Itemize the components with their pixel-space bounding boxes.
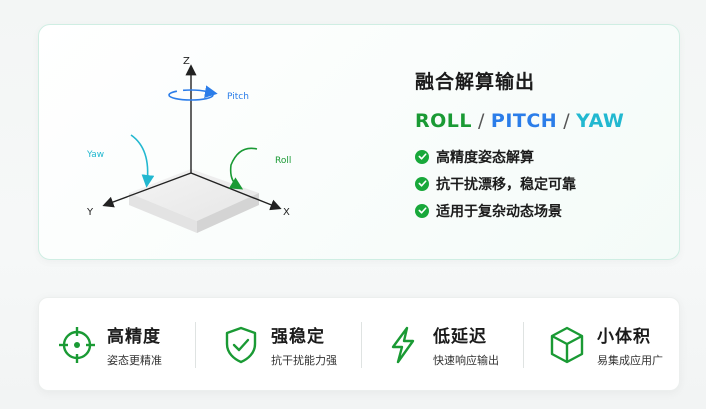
roll-label: Roll [275, 156, 291, 166]
axes-diagram-svg: Z Y X Pitch Yaw Roll [86, 56, 291, 233]
yaw-text: YAW [576, 110, 625, 132]
divider [523, 322, 524, 368]
check-circle-icon [415, 203, 429, 218]
y-label: Y [86, 207, 94, 218]
platform-box [129, 169, 259, 233]
z-label: Z [183, 56, 190, 67]
divider [361, 322, 362, 368]
check-circle-icon [415, 149, 429, 164]
feature-title: 高精度 [107, 327, 161, 347]
feature-item: 抗干扰漂移，稳定可靠 [415, 170, 624, 197]
feature-label: 高精度姿态解算 [436, 149, 534, 166]
feature-item: 高精度姿态解算 [415, 143, 624, 170]
yaw-rotation-arrow [130, 134, 155, 188]
feature-label: 适用于复杂动态场景 [436, 203, 562, 220]
feature-title: 低延迟 [433, 327, 487, 347]
pitch-text: PITCH [490, 110, 558, 132]
feature-subtitle: 易集成应用广 [597, 354, 663, 367]
feature-low-latency: 低延迟 快速响应输出 [383, 298, 499, 392]
attitude-output-card: Z Y X Pitch Yaw Roll 融合解算输出 ROLL / PITCH… [38, 24, 680, 260]
feature-subtitle: 快速响应输出 [433, 354, 499, 367]
x-label: X [283, 207, 290, 218]
feature-list: 高精度姿态解算 抗干扰漂移，稳定可靠 适用于复杂动态场景 [415, 143, 624, 224]
yaw-label: Yaw [86, 150, 104, 160]
feature-item: 适用于复杂动态场景 [415, 197, 624, 224]
check-circle-icon [415, 176, 429, 191]
feature-small-size: 小体积 易集成应用广 [547, 298, 663, 392]
feature-title: 小体积 [597, 327, 651, 347]
output-title: 融合解算输出 [415, 71, 536, 93]
feature-subtitle: 抗干扰能力强 [271, 354, 337, 367]
roll-rotation-arrow [228, 147, 258, 190]
output-axes: ROLL / PITCH / YAW [415, 110, 624, 132]
feature-label: 抗干扰漂移，稳定可靠 [436, 176, 576, 193]
lightning-icon [391, 326, 415, 364]
crosshair-icon [59, 327, 95, 363]
feature-stability: 强稳定 抗干扰能力强 [221, 298, 337, 392]
features-card: 高精度 姿态更精准 强稳定 抗干扰能力强 低延迟 快速响应输出 [38, 297, 680, 391]
feature-subtitle: 姿态更精准 [107, 354, 162, 367]
feature-title: 强稳定 [271, 327, 325, 347]
feature-high-precision: 高精度 姿态更精准 [57, 298, 162, 392]
roll-text: ROLL [415, 110, 472, 132]
separator: / [563, 110, 571, 132]
divider [195, 322, 196, 368]
output-info: 融合解算输出 ROLL / PITCH / YAW 高精度姿态解算 抗干扰漂移，… [415, 67, 624, 224]
pitch-label: Pitch [227, 92, 249, 102]
cube-icon [550, 326, 584, 364]
x-axis [190, 172, 282, 211]
separator: / [478, 110, 485, 132]
y-axis [102, 172, 192, 208]
shield-check-icon [225, 326, 257, 364]
axes-diagram: Z Y X Pitch Yaw Roll [79, 53, 319, 243]
